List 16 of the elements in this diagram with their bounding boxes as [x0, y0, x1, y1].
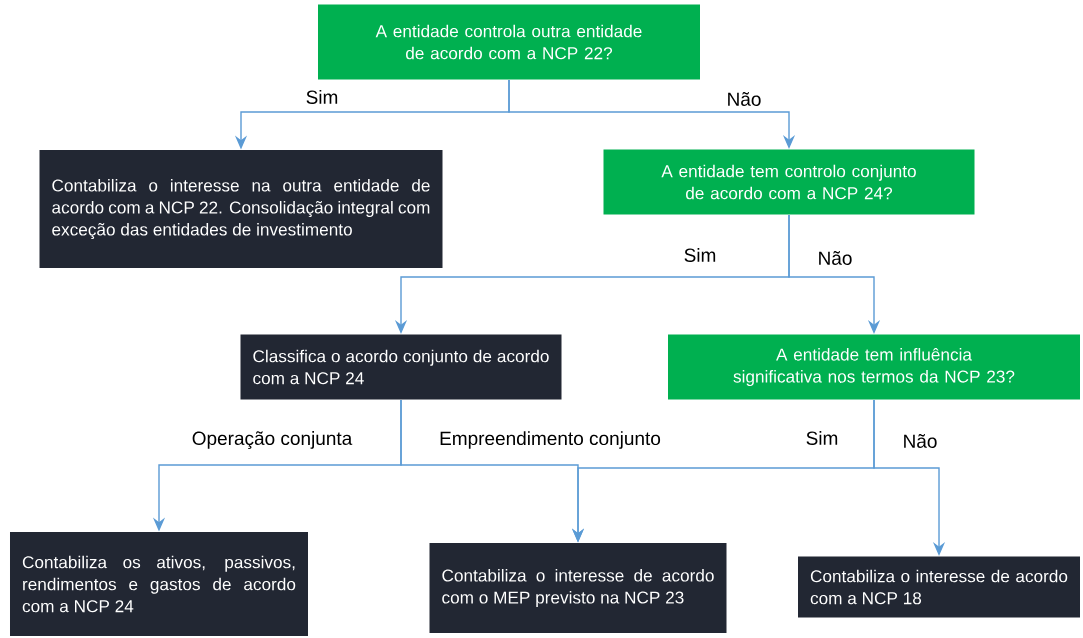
question-box: A entidade controla outra entidade de acordo com a NCP 22? [318, 4, 700, 80]
edge-label: Não [815, 249, 855, 267]
answer-box: Contabiliza os ativos, passivos, rendimentos e gastos de acordo com a NCP 24 [10, 532, 308, 636]
answer-box: Contabiliza o interesse de acordo com o MEP previsto na NCP 23 [429, 543, 727, 633]
answer-box: Contabiliza o interesse na outra entidade de acordo com a NCP 22. Consolidação integral com exceção das entidades de investimento [39, 150, 443, 268]
edge-label: Empreendimento conjunto [437, 429, 663, 451]
edge-label: Não [724, 90, 764, 108]
edge-label: Sim [803, 429, 841, 447]
answer-box: Contabiliza o interesse de acordo com a NCP 18 [798, 556, 1080, 618]
edge-label: Sim [303, 88, 341, 106]
answer-box: Classifica o acordo conjunto de acordo com a NCP 24 [240, 334, 562, 400]
edge-label: Não [900, 432, 940, 450]
edge-label: Operação conjunta [189, 429, 355, 451]
question-box: A entidade tem influência significativa nos termos da NCP 23? [668, 334, 1080, 400]
edge-label: Sim [681, 246, 719, 264]
question-box: A entidade tem controlo conjunto de acordo com a NCP 24? [603, 149, 975, 215]
